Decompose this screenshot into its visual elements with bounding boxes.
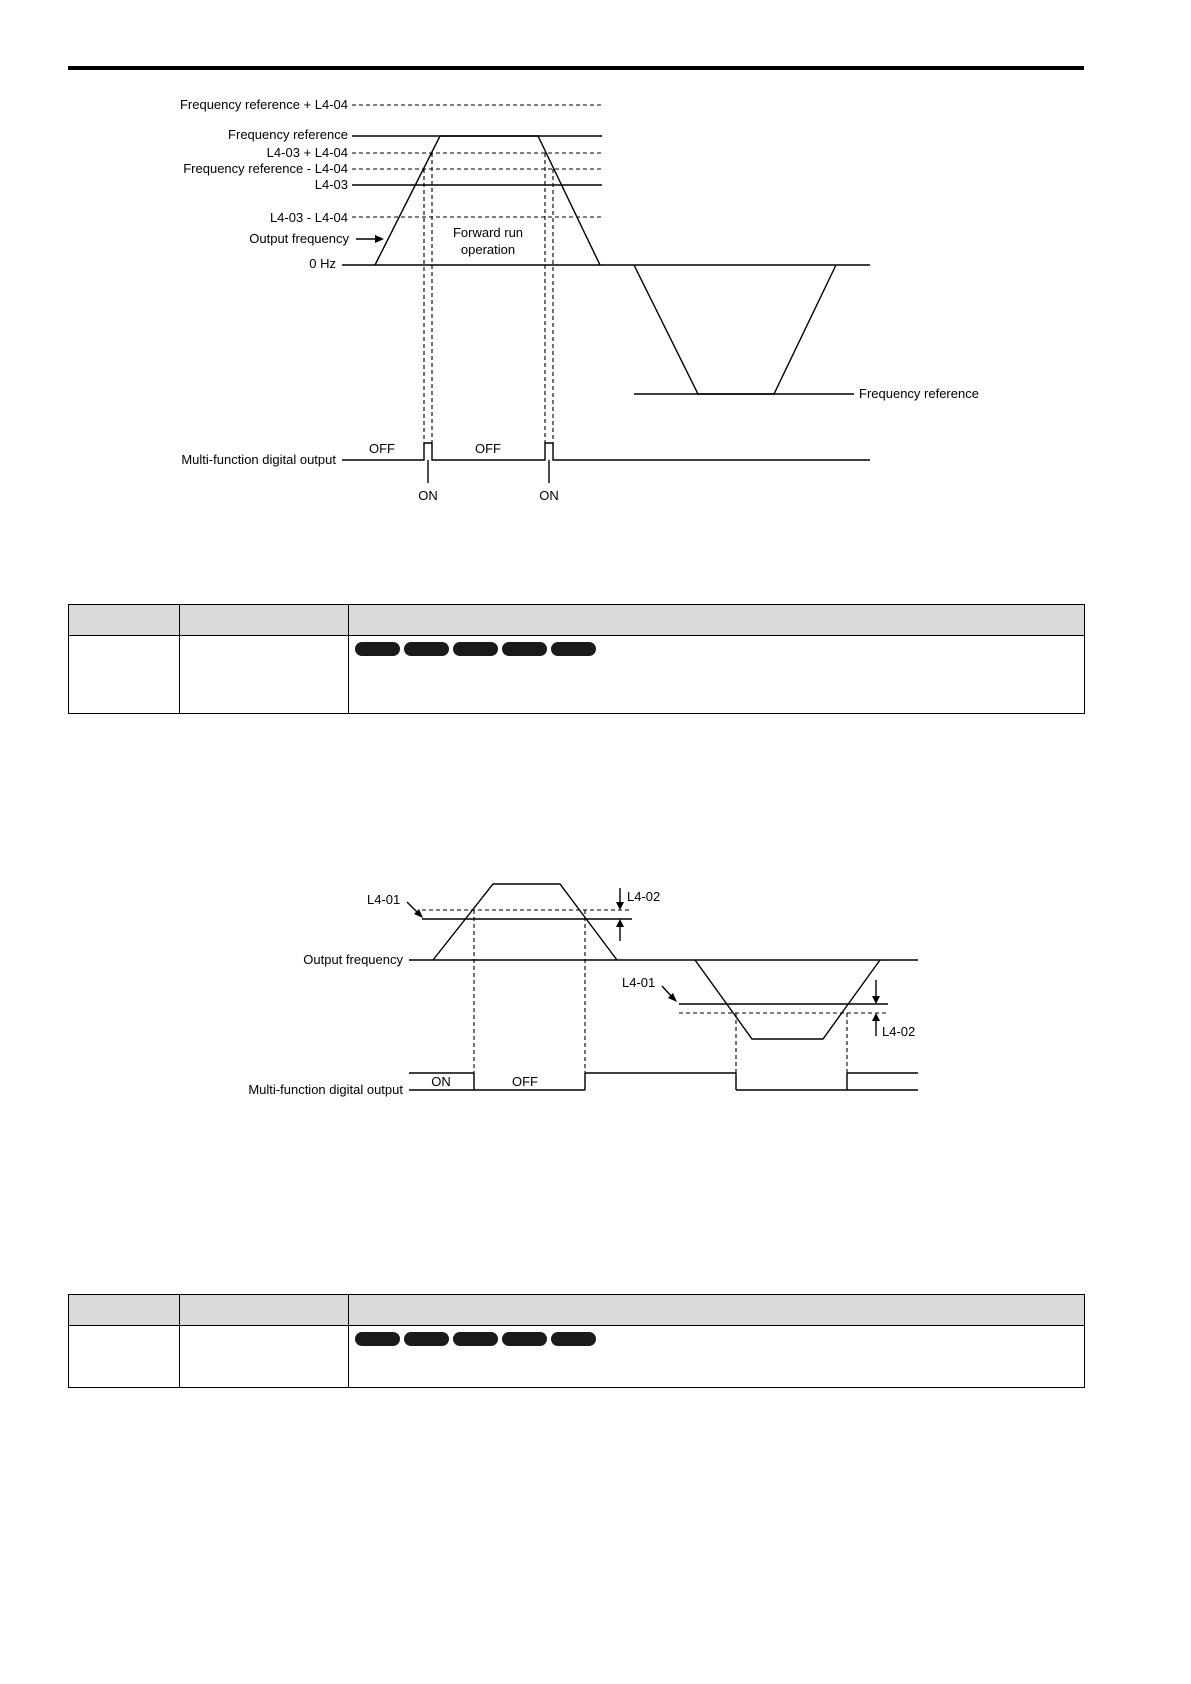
control-mode-badge: [355, 642, 400, 656]
frequency-detection-diagram-1: Frequency reference + L4-04 Frequency re…: [180, 97, 979, 503]
label-on-1: ON: [418, 488, 438, 503]
label-l403-minus-l404: L4-03 - L4-04: [270, 210, 348, 225]
control-mode-badges: [349, 1326, 1084, 1346]
label-freq-ref: Frequency reference: [228, 127, 348, 142]
control-mode-badge: [453, 1332, 498, 1346]
label-operation: operation: [461, 242, 515, 257]
header-cell: [179, 1294, 349, 1326]
label-mfdo-2: Multi-function digital output: [248, 1082, 403, 1097]
control-mode-badge: [355, 1332, 400, 1346]
label-l401-a: L4-01: [367, 892, 400, 907]
l402-b-arrowhead-up: [872, 1013, 880, 1021]
output-frequency-arrowhead: [375, 235, 384, 243]
label-forward-run: Forward run: [453, 225, 523, 240]
label-output-frequency-2: Output frequency: [303, 952, 403, 967]
table-cell: [179, 635, 349, 714]
control-mode-badges: [349, 636, 1084, 656]
reverse-trace-2: [694, 959, 881, 1040]
table-header-row: [68, 604, 1085, 636]
label-l403: L4-03: [315, 177, 348, 192]
label-l401-b: L4-01: [622, 975, 655, 990]
control-mode-badge: [502, 642, 547, 656]
table-row: [68, 635, 1085, 714]
parameter-table-1: [68, 604, 1085, 714]
table-row: [68, 1325, 1085, 1388]
description-cell: [348, 635, 1085, 714]
table-cell: [179, 1325, 349, 1388]
description-cell: [348, 1325, 1085, 1388]
label-l402-b: L4-02: [882, 1024, 915, 1039]
control-mode-badge: [551, 1332, 596, 1346]
label-freq-ref-minus-l404: Frequency reference - L4-04: [183, 161, 348, 176]
label-output-frequency: Output frequency: [249, 231, 349, 246]
label-mfdo: Multi-function digital output: [181, 452, 336, 467]
forward-trace-2: [432, 883, 618, 961]
forward-run-trace: [374, 135, 601, 266]
label-freq-ref-right: Frequency reference: [859, 386, 979, 401]
control-mode-badge: [551, 642, 596, 656]
table-cell: [68, 635, 180, 714]
frequency-detection-diagram-2: L4-01 L4-02 Output frequency L4-01 L4-02…: [248, 883, 918, 1097]
top-rule: [68, 66, 1084, 70]
l402-a-arrowhead-up: [616, 919, 624, 927]
control-mode-badge: [404, 642, 449, 656]
header-cell: [179, 604, 349, 636]
label-l403-plus-l404: L4-03 + L4-04: [267, 145, 348, 160]
table-cell: [68, 1325, 180, 1388]
table-header-row: [68, 1294, 1085, 1326]
label-off-2: OFF: [475, 441, 501, 456]
control-mode-badge: [404, 1332, 449, 1346]
l402-b-arrowhead-down: [872, 996, 880, 1004]
l401-b-arrowhead: [668, 993, 677, 1002]
l401-a-arrowhead: [414, 909, 423, 918]
label-zero-hz: 0 Hz: [309, 256, 336, 271]
label-l402-a: L4-02: [627, 889, 660, 904]
header-cell: [348, 1294, 1085, 1326]
digital-output-trace: [342, 442, 870, 461]
label-on-2: ON: [539, 488, 559, 503]
parameter-table-2: [68, 1294, 1085, 1388]
label-off-2: OFF: [512, 1074, 538, 1089]
control-mode-badge: [453, 642, 498, 656]
l402-a-arrowhead-down: [616, 902, 624, 910]
header-cell: [68, 604, 180, 636]
label-off-1: OFF: [369, 441, 395, 456]
label-on-2: ON: [431, 1074, 451, 1089]
header-cell: [68, 1294, 180, 1326]
label-freq-ref-plus-l404: Frequency reference + L4-04: [180, 97, 348, 112]
control-mode-badge: [502, 1332, 547, 1346]
header-cell: [348, 604, 1085, 636]
